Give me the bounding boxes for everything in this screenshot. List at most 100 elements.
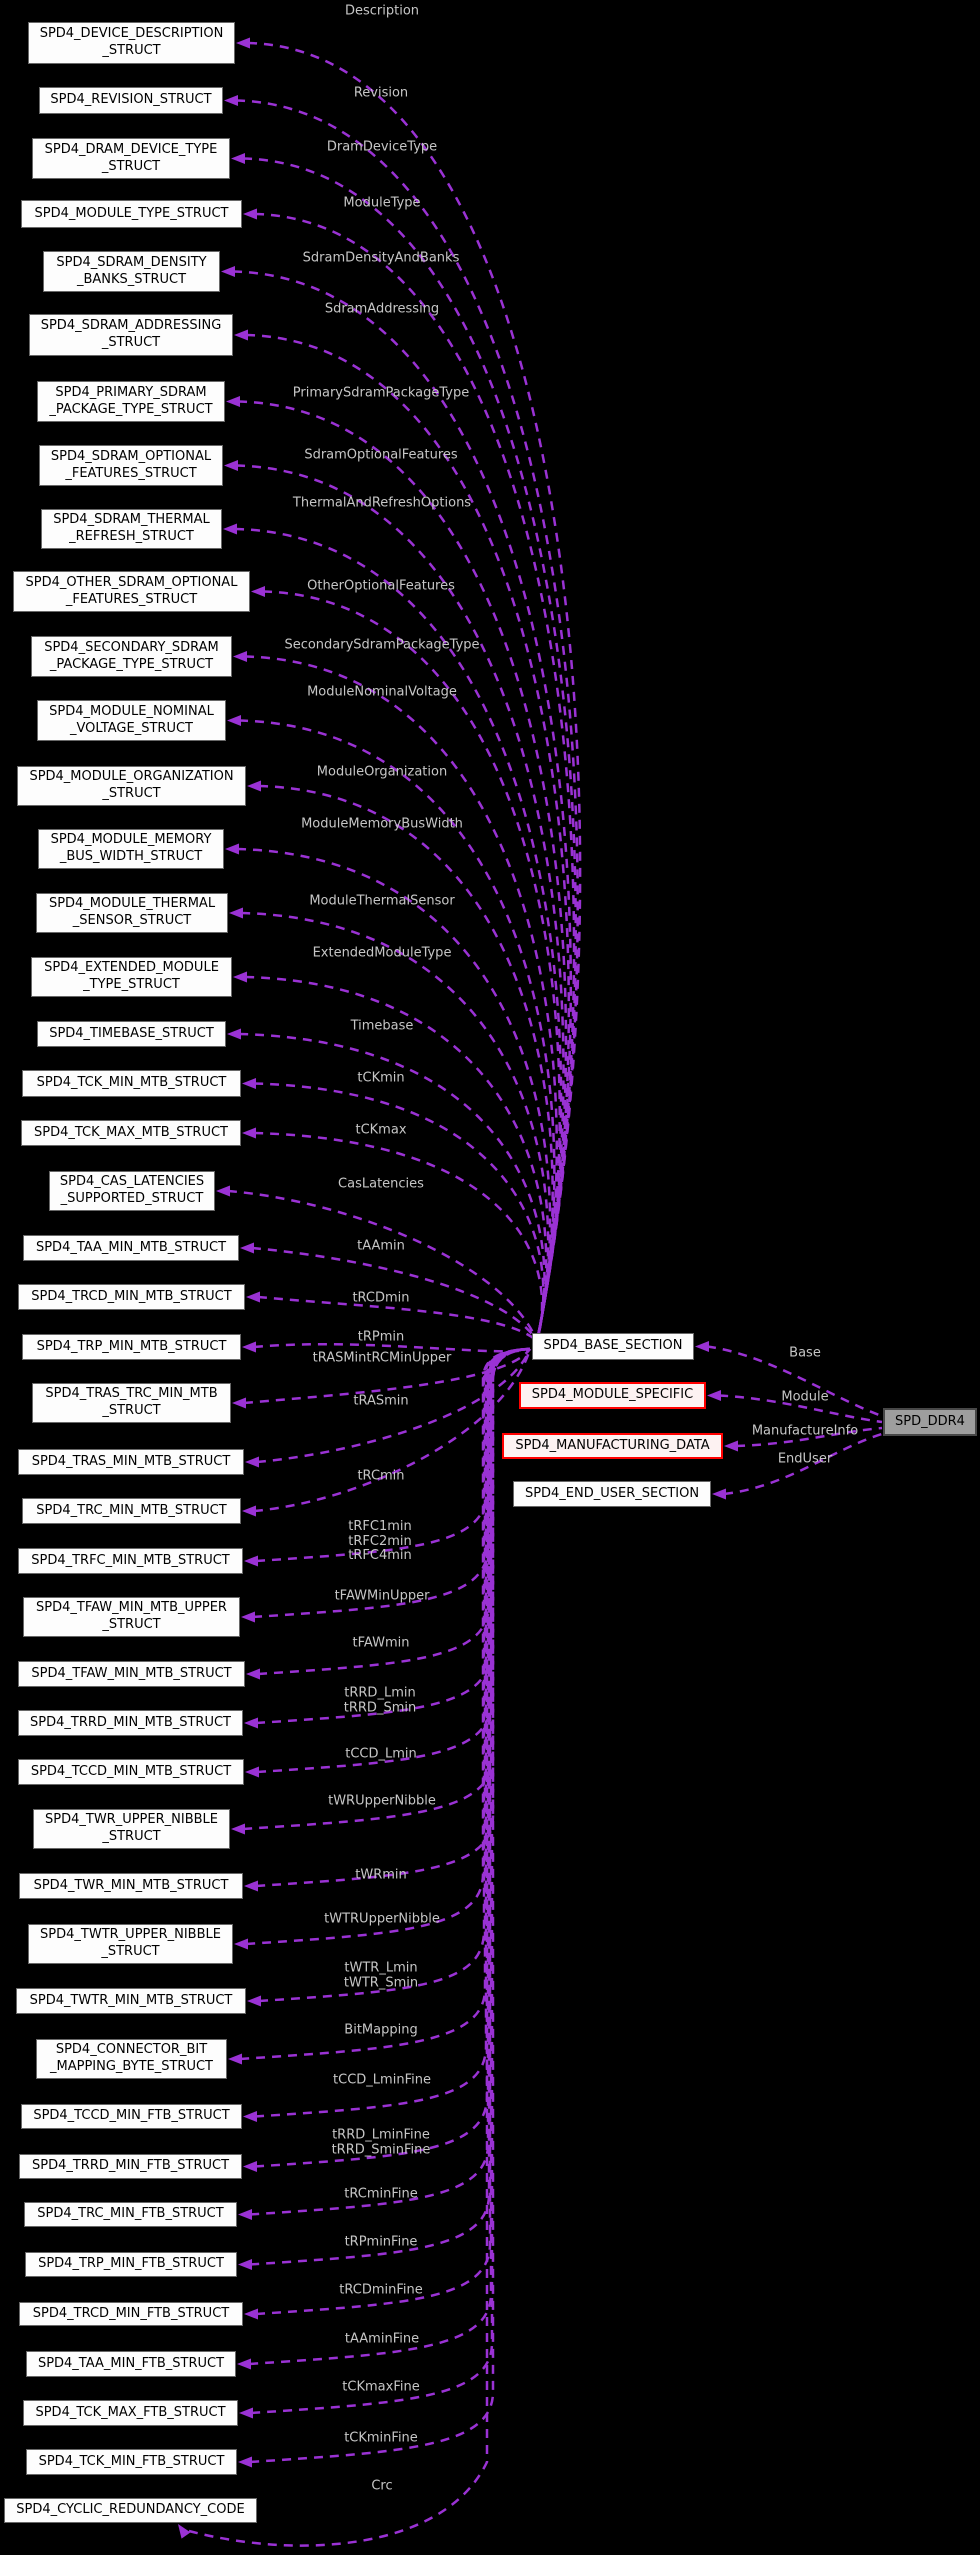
node-label: SPD4_TCCD_MIN_FTB_STRUCT [33,2108,230,2124]
node-label: SPD4_TRCD_MIN_FTB_STRUCT [32,2305,230,2321]
node-spd4-other-sdram-optional-features-struct[interactable]: SPD4_OTHER_SDRAM_OPTIONAL _FEATURES_STRU… [13,571,250,612]
node-label: SPD4_PRIMARY_SDRAM _PACKAGE_TYPE_STRUCT [49,384,213,417]
node-spd4-trc-min-ftb-struct[interactable]: SPD4_TRC_MIN_FTB_STRUCT [24,2202,237,2227]
node-spd4-end-user-section[interactable]: SPD4_END_USER_SECTION [513,1481,711,1507]
edge-label-trrd-lmin: tRRD_Lmin tRRD_Smin [343,1685,417,1715]
node-spd4-trc-min-mtb-struct[interactable]: SPD4_TRC_MIN_MTB_STRUCT [22,1498,241,1524]
edge-path [253,1131,544,1342]
node-spd4-trfc-min-mtb-struct[interactable]: SPD4_TRFC_MIN_MTB_STRUCT [18,1548,243,1574]
node-spd4-revision-struct[interactable]: SPD4_REVISION_STRUCT [39,87,223,114]
edge-arrowhead-icon [216,1185,230,1197]
edge-arrowhead-icon [712,1488,726,1500]
node-spd4-sdram-density-banks-struct[interactable]: SPD4_SDRAM_DENSITY _BANKS_STRUCT [43,251,220,292]
node-spd4-tck-min-mtb-struct[interactable]: SPD4_TCK_MIN_MTB_STRUCT [22,1070,241,1097]
node-spd4-twr-upper-nibble-struct[interactable]: SPD4_TWR_UPPER_NIBBLE _STRUCT [33,1809,230,1849]
node-spd4-tras-trc-min-mtb-struct[interactable]: SPD4_TRAS_TRC_MIN_MTB _STRUCT [32,1383,231,1423]
node-label: SPD4_CAS_LATENCIES _SUPPORTED_STRUCT [59,1174,205,1206]
node-label: SPD4_MODULE_TYPE_STRUCT [34,205,229,221]
edge-arrowhead-icon [724,1440,738,1452]
edge-label-trcmin: tRCmin [357,1468,405,1484]
node-spd4-manufacturing-data[interactable]: SPD4_MANUFACTURING_DATA [502,1433,723,1459]
node-spd4-twr-min-mtb-struct[interactable]: SPD4_TWR_MIN_MTB_STRUCT [19,1873,243,1899]
edge-path [718,1394,883,1424]
node-spd4-taa-min-ftb-struct[interactable]: SPD4_TAA_MIN_FTB_STRUCT [26,2351,236,2377]
edge-arrowhead-icon [243,208,257,220]
node-spd4-module-organization-struct[interactable]: SPD4_MODULE_ORGANIZATION _STRUCT [17,766,246,806]
edge-path [257,1295,538,1342]
edge-label-sdramaddressing: SdramAddressing [324,301,440,317]
node-spd4-primary-sdram-package-type-struct[interactable]: SPD4_PRIMARY_SDRAM _PACKAGE_TYPE_STRUCT [37,381,225,422]
node-label: SPD4_TCK_MAX_FTB_STRUCT [35,2404,226,2420]
node-label: SPD4_TRRD_MIN_FTB_STRUCT [31,2158,230,2174]
node-spd4-twtr-min-mtb-struct[interactable]: SPD4_TWTR_MIN_MTB_STRUCT [16,1988,246,2014]
node-label: SPD4_DRAM_DEVICE_TYPE _STRUCT [44,141,218,174]
node-spd4-dram-device-type-struct[interactable]: SPD4_DRAM_DEVICE_TYPE _STRUCT [32,138,230,179]
node-spd4-cyclic-redundancy-code[interactable]: SPD4_CYCLIC_REDUNDANCY_CODE [4,2498,257,2523]
edge-label-timebase: Timebase [350,1018,414,1034]
node-spd4-twtr-upper-nibble-struct[interactable]: SPD4_TWTR_UPPER_NIBBLE _STRUCT [28,1924,233,1964]
node-spd4-extended-module-type-struct[interactable]: SPD4_EXTENDED_MODULE _TYPE_STRUCT [31,957,232,997]
node-spd4-tck-min-ftb-struct[interactable]: SPD4_TCK_MIN_FTB_STRUCT [26,2449,237,2475]
edge-label-dramdevicetype: DramDeviceType [326,139,438,155]
node-spd4-trrd-min-mtb-struct[interactable]: SPD4_TRRD_MIN_MTB_STRUCT [18,1710,243,1736]
node-spd4-module-specific[interactable]: SPD4_MODULE_SPECIFIC [519,1382,706,1409]
node-spd4-cas-latencies-supported-struct[interactable]: SPD4_CAS_LATENCIES _SUPPORTED_STRUCT [49,1171,215,1211]
edge-path [251,1246,539,1342]
edge-arrowhead-icon [247,1995,261,2007]
node-spd4-taa-min-mtb-struct[interactable]: SPD4_TAA_MIN_MTB_STRUCT [23,1235,239,1261]
edge-arrowhead-icon [243,2161,257,2172]
edge-label-otheroptionalfeatures: OtherOptionalFeatures [307,578,455,594]
node-spd4-trp-min-mtb-struct[interactable]: SPD4_TRP_MIN_MTB_STRUCT [22,1334,241,1360]
node-spd4-sdram-addressing-struct[interactable]: SPD4_SDRAM_ADDRESSING _STRUCT [29,314,233,356]
edge-arrowhead-icon [228,2053,242,2065]
node-label: SPD4_MANUFACTURING_DATA [515,1437,710,1453]
node-spd4-trcd-min-ftb-struct[interactable]: SPD4_TRCD_MIN_FTB_STRUCT [19,2302,243,2326]
node-label: SPD4_CYCLIC_REDUNDANCY_CODE [16,2502,245,2518]
node-spd4-tck-max-mtb-struct[interactable]: SPD4_TCK_MAX_MTB_STRUCT [21,1120,241,1146]
node-spd4-module-memory-bus-width-struct[interactable]: SPD4_MODULE_MEMORY _BUS_WIDTH_STRUCT [38,829,224,869]
edge-label-extendedmoduletype: ExtendedModuleType [312,945,452,961]
edge-arrowhead-icon [242,1078,256,1089]
edge-arrowhead-icon [246,1668,260,1680]
node-spd-ddr4[interactable]: SPD_DDR4 [883,1408,977,1436]
node-spd4-trp-min-ftb-struct[interactable]: SPD4_TRP_MIN_FTB_STRUCT [25,2252,237,2277]
node-spd4-connector-bit-mapping-byte-struct[interactable]: SPD4_CONNECTOR_BIT _MAPPING_BYTE_STRUCT [36,2039,227,2079]
node-label: SPD4_SDRAM_DENSITY _BANKS_STRUCT [56,254,207,287]
node-spd4-secondary-sdram-package-type-struct[interactable]: SPD4_SECONDARY_SDRAM _PACKAGE_TYPE_STRUC… [31,636,232,677]
node-spd4-module-type-struct[interactable]: SPD4_MODULE_TYPE_STRUCT [21,200,242,228]
node-spd4-tras-min-mtb-struct[interactable]: SPD4_TRAS_MIN_MTB_STRUCT [18,1449,244,1475]
node-label: SPD4_MODULE_THERMAL _SENSOR_STRUCT [48,896,216,928]
node-spd4-module-thermal-sensor-struct[interactable]: SPD4_MODULE_THERMAL _SENSOR_STRUCT [36,893,228,933]
node-spd4-tfaw-min-mtb-upper-struct[interactable]: SPD4_TFAW_MIN_MTB_UPPER _STRUCT [23,1597,240,1637]
node-spd4-device-description-struct[interactable]: SPD4_DEVICE_DESCRIPTION _STRUCT [28,22,235,64]
node-label: SPD4_TRRD_MIN_MTB_STRUCT [30,1714,231,1730]
node-spd4-trrd-min-ftb-struct[interactable]: SPD4_TRRD_MIN_FTB_STRUCT [19,2154,242,2179]
edge-arrowhead-icon [244,1555,258,1567]
node-label: SPD4_SDRAM_ADDRESSING _STRUCT [40,318,222,350]
edge-label-primarysdrampackagetype: PrimarySdramPackageType [292,385,470,401]
node-spd4-module-nominal-voltage-struct[interactable]: SPD4_MODULE_NOMINAL _VOLTAGE_STRUCT [37,700,226,741]
edge-arrowhead-icon [247,780,261,792]
node-label: SPD4_SECONDARY_SDRAM _PACKAGE_TYPE_STRUC… [44,639,219,672]
node-spd4-base-section[interactable]: SPD4_BASE_SECTION [532,1333,694,1360]
node-label: SPD4_TCCD_MIN_MTB_STRUCT [30,1763,232,1779]
node-spd4-trcd-min-mtb-struct[interactable]: SPD4_TRCD_MIN_MTB_STRUCT [18,1284,245,1310]
node-label: SPD_DDR4 [895,1413,965,1429]
node-spd4-timebase-struct[interactable]: SPD4_TIMEBASE_STRUCT [37,1021,226,1047]
node-spd4-tfaw-min-mtb-struct[interactable]: SPD4_TFAW_MIN_MTB_STRUCT [18,1661,245,1687]
node-label: SPD4_TWTR_MIN_MTB_STRUCT [29,1992,233,2008]
node-spd4-tccd-min-ftb-struct[interactable]: SPD4_TCCD_MIN_FTB_STRUCT [21,2104,242,2129]
node-spd4-tck-max-ftb-struct[interactable]: SPD4_TCK_MAX_FTB_STRUCT [23,2400,238,2426]
node-spd4-sdram-optional-features-struct[interactable]: SPD4_SDRAM_OPTIONAL _FEATURES_STRUCT [39,445,223,486]
edge-arrowhead-icon [251,586,265,597]
edge-label-taamin: tAAmin [357,1238,405,1254]
node-label: SPD4_TRP_MIN_FTB_STRUCT [38,2256,224,2272]
edge-label-trasmin: tRASmin [353,1393,409,1409]
node-label: SPD4_MODULE_ORGANIZATION _STRUCT [29,769,234,801]
node-label: SPD4_MODULE_MEMORY _BUS_WIDTH_STRUCT [50,832,212,864]
node-spd4-sdram-thermal-refresh-struct[interactable]: SPD4_SDRAM_THERMAL _REFRESH_STRUCT [41,509,222,549]
node-spd4-tccd-min-mtb-struct[interactable]: SPD4_TCCD_MIN_MTB_STRUCT [18,1759,244,1785]
edge-label-trpmin: tRPmin [357,1329,405,1345]
edge-label-trrd-lminfine: tRRD_LminFine tRRD_SminFine [331,2127,431,2157]
